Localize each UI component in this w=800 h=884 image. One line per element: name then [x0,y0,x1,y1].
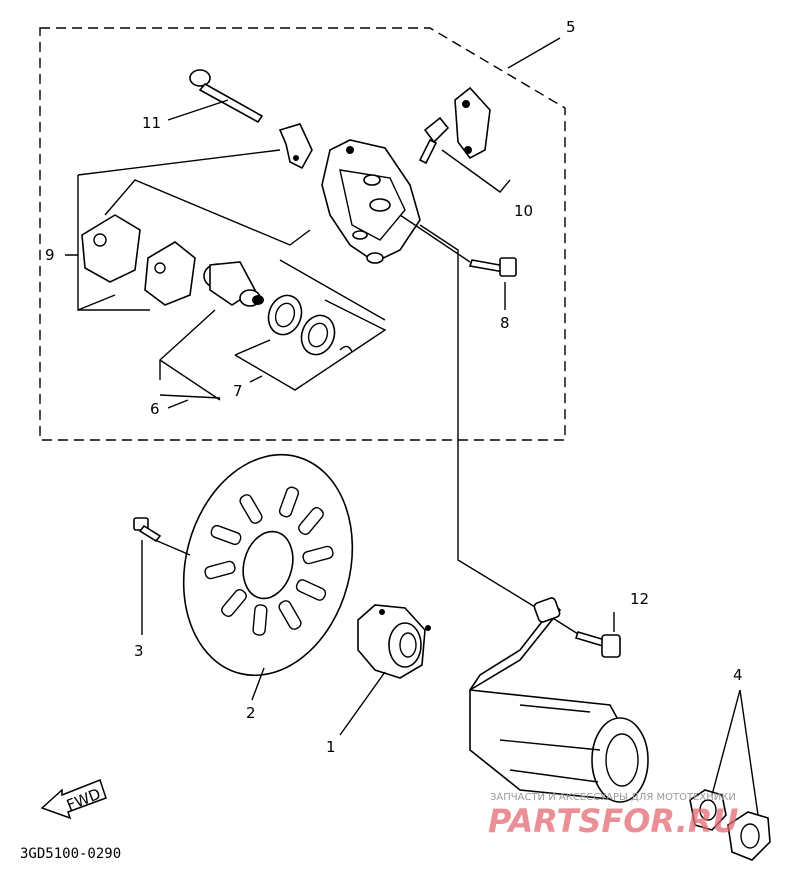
leader-9 [65,149,281,311]
piston-6 [203,261,264,307]
callout-2: 2 [246,704,256,722]
bolt-3 [133,517,162,543]
brake-disc-2 [182,453,354,677]
bolt-12 [574,631,621,658]
callout-1: 1 [326,738,336,756]
leader-10 [441,149,511,193]
leader-5 [507,37,561,69]
callout-12: 12 [630,590,649,608]
nuts-4 [689,789,771,861]
callout-9: 9 [45,246,55,264]
watermark-logo: PARTSFOR.RU [488,802,738,840]
callout-5: 5 [566,18,576,36]
seals-7 [267,294,353,356]
leader-2 [251,667,265,701]
callout-6: 6 [150,400,160,418]
callout-11: 11 [142,114,161,132]
callout-8: 8 [500,314,510,332]
brake-pads-9 [81,214,196,306]
leader-11 [167,99,229,121]
diagram-code: 3GD5100-0290 [20,846,121,862]
bolt-8 [468,257,517,277]
callout-3: 3 [134,642,144,660]
bleed-screw-10 [418,86,491,165]
fwd-arrow [40,779,107,820]
callout-4: 4 [733,666,743,684]
leader-7 [234,299,387,391]
caliper-assembly-boundary [39,27,566,441]
bolt-11 [189,69,264,124]
leader-1 [339,671,386,736]
pin-bracket [278,123,313,170]
brake-line [419,224,541,611]
watermark-tagline: ЗАПЧАСТИ И АКСЕССУАРЫ ДЛЯ МОТОТЕХНИКИ [490,792,736,803]
leader-3 [141,539,191,635]
motor-housing [469,597,649,803]
leader-4 [711,689,759,816]
leader-6 [158,309,221,401]
hub-1 [357,604,431,679]
caliper-body [321,139,421,264]
callout-10: 10 [514,202,533,220]
fwd-label: FWD [64,785,103,815]
callout-7: 7 [233,382,243,400]
